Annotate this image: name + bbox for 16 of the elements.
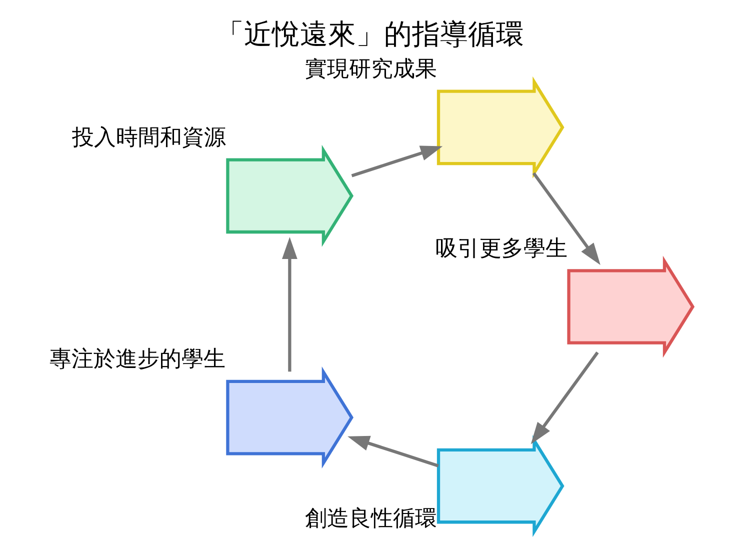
node-label: 投入時間和資源: [72, 125, 226, 150]
node-label: 專注於進步的學生: [49, 347, 226, 372]
node-arrow: [436, 435, 564, 538]
arrow: [348, 436, 439, 468]
diagram-title: 「近悅遠來」的指導循環: [216, 17, 524, 50]
node-arrow: [436, 76, 564, 178]
node-label: 吸引更多學生: [435, 236, 568, 262]
node-label: 創造良性循環: [305, 506, 438, 532]
arrow: [351, 146, 443, 178]
node-arrow: [226, 366, 354, 469]
node-arrow: [567, 256, 695, 358]
node-label: 實現研究成果: [305, 56, 438, 82]
arrow: [282, 237, 298, 372]
node-arrow: [226, 144, 354, 247]
arrow: [532, 172, 600, 265]
arrow: [530, 352, 599, 444]
